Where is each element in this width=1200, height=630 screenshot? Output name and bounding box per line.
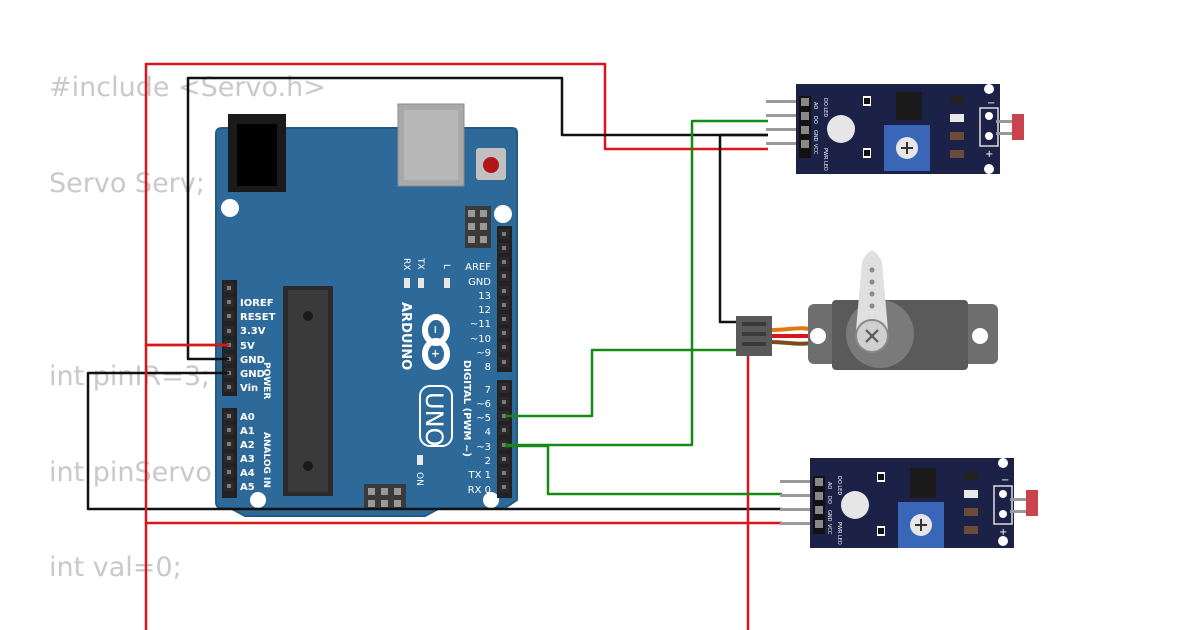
- pin-label-a1: A1: [240, 426, 255, 437]
- pin-label-5v: 5V: [240, 341, 255, 352]
- pin-label-a0: A0: [240, 412, 255, 423]
- sensor-comparator-chip: [910, 468, 936, 498]
- pin-label-9: ~9: [476, 348, 491, 359]
- sensor-pin-do: DO: [826, 496, 832, 504]
- sensor-pin-gnd: GND: [826, 510, 832, 522]
- tx-led-label: TX: [415, 257, 425, 270]
- pin-label-a2: A2: [240, 440, 255, 451]
- icsp-header-bottom: [364, 484, 406, 510]
- wire-black-gnd-bottom-sensor[interactable]: [86, 371, 782, 511]
- pin-label-vin: Vin: [240, 383, 258, 394]
- arduino-logo: − +: [422, 314, 450, 370]
- pin-label-gnd: GND: [240, 355, 265, 366]
- pin-label-11: ~11: [470, 319, 491, 330]
- sensor-photodiode: [827, 115, 855, 143]
- sensor-plus-label: +: [999, 527, 1007, 538]
- wire-green-bottom-sensor-do[interactable]: [505, 444, 782, 496]
- pin-label-ioref: IOREF: [240, 298, 274, 309]
- sensor-emitter-led: [1012, 114, 1024, 140]
- digital-header-bottom[interactable]: [497, 380, 512, 498]
- rx-led-label: RX: [401, 258, 411, 270]
- arduino-brand-text: ARDUINO: [398, 302, 413, 370]
- mount-hole: [250, 492, 266, 508]
- sensor-do-led-label: DO LED: [836, 476, 842, 495]
- sensor-plus-label: +: [985, 149, 993, 160]
- icsp-header: [465, 206, 491, 248]
- analog-header[interactable]: [222, 408, 237, 498]
- pin-label-8: 8: [485, 362, 491, 373]
- power-section-label: POWER: [261, 362, 271, 399]
- mount-hole: [494, 205, 512, 223]
- pin-label-10: ~10: [470, 334, 491, 345]
- ir-sensor-module-top[interactable]: AO DO GND VCC DO LED PWR LED − +: [766, 84, 1024, 174]
- analog-section-label: ANALOG IN: [261, 432, 271, 488]
- sensor-minus-label: −: [987, 98, 995, 109]
- on-led-label: ON: [414, 472, 424, 486]
- power-header[interactable]: [222, 280, 237, 396]
- uno-model-text: UNO: [420, 392, 448, 446]
- servo-horn[interactable]: [856, 251, 888, 343]
- digital-header-top[interactable]: [497, 226, 512, 372]
- arduino-uno-board[interactable]: IOREF RESET 3.3V 5V GND GND Vin A0 A1 A2…: [215, 103, 518, 517]
- pin-label-gnd-2: GND: [240, 369, 265, 380]
- pin-label-gnd-digital: GND: [468, 277, 491, 288]
- pin-label-0: RX 0: [468, 485, 491, 496]
- pin-label-4: 4: [485, 427, 491, 438]
- wire-green-top-sensor-do[interactable]: [505, 119, 768, 447]
- digital-section-label: DIGITAL (PWM ~): [461, 360, 472, 457]
- pin-label-a4: A4: [240, 468, 255, 479]
- servo-motor[interactable]: [736, 251, 998, 370]
- wire-red-vcc-bottom-sensor[interactable]: [144, 345, 782, 630]
- sensor-comparator-chip: [896, 92, 922, 120]
- sensor-pin-ao: AO: [812, 102, 818, 109]
- sensor-pwr-led-label: PWR LED: [822, 148, 828, 171]
- sensor-emitter-led: [1026, 490, 1038, 516]
- mount-hole: [221, 199, 239, 217]
- pin-label-aref: AREF: [465, 262, 491, 273]
- sensor-pin-do: DO: [812, 116, 818, 124]
- pin-label-6: ~6: [476, 399, 491, 410]
- wire-black-gnd-top-sensor[interactable]: [186, 76, 768, 361]
- pin-label-12: 12: [478, 305, 491, 316]
- svg-text:+: +: [429, 349, 442, 358]
- sensor-minus-label: −: [1001, 475, 1009, 486]
- pin-label-7: 7: [485, 385, 491, 396]
- code-line-val: int val=0;: [49, 552, 182, 583]
- svg-text:−: −: [429, 325, 442, 334]
- pin-label-2: 2: [485, 456, 491, 467]
- pin-label-3: ~3: [476, 442, 491, 453]
- mount-hole: [483, 492, 499, 508]
- wire-green-servo-signal[interactable]: [505, 348, 748, 418]
- sensor-pin-vcc: VCC: [826, 524, 832, 535]
- reset-button[interactable]: [476, 148, 506, 180]
- uno-badge: UNO: [419, 385, 453, 447]
- l-led-label: L: [441, 264, 451, 269]
- pin-label-a5: A5: [240, 482, 255, 493]
- atmega-chip: [283, 286, 333, 496]
- status-leds: [404, 278, 450, 465]
- sensor-photodiode: [841, 491, 869, 519]
- pin-label-5: ~5: [476, 413, 491, 424]
- pin-label-3v3: 3.3V: [240, 326, 266, 337]
- pin-label-a3: A3: [240, 454, 255, 465]
- ir-sensor-module-bottom[interactable]: AO DO GND VCC DO LED PWR LED − +: [780, 458, 1038, 548]
- sensor-pin-ao: AO: [826, 482, 832, 489]
- sensor-pwr-led-label: PWR LED: [836, 522, 842, 545]
- pin-label-1: TX 1: [468, 470, 492, 481]
- pin-label-13: 13: [478, 291, 491, 302]
- wire-black-servo-gnd[interactable]: [718, 133, 768, 324]
- code-line-pin-ir: int pinIR=3;: [49, 361, 211, 392]
- pin-label-reset: RESET: [240, 312, 276, 323]
- sensor-pin-gnd: GND: [812, 130, 818, 142]
- sensor-pin-vcc: VCC: [812, 144, 818, 155]
- sensor-do-led-label: DO LED: [822, 98, 828, 117]
